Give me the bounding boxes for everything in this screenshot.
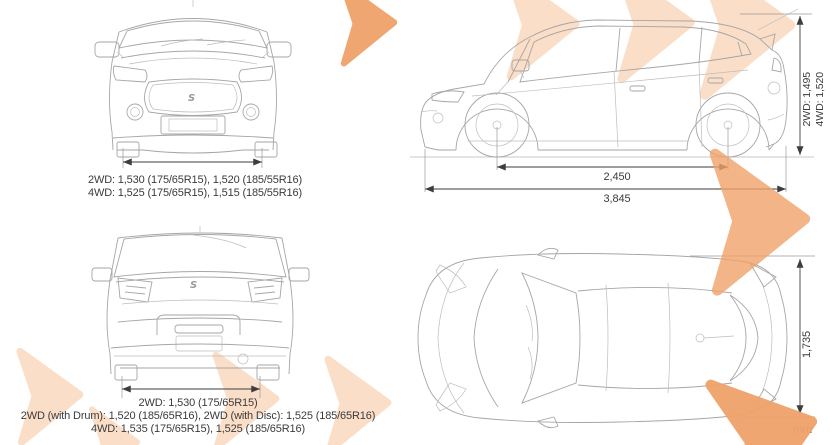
overall-width-value: 1,735 bbox=[801, 330, 813, 358]
overall-height-4wd: 4WD: 1,520 bbox=[814, 71, 826, 126]
rear-track-line2: 2WD (with Drum): 1,520 (185/65R16), 2WD … bbox=[20, 410, 376, 422]
overall-length-label: 3,845 bbox=[603, 193, 631, 205]
front-track-label: 2WD: 1,530 (175/65R15), 1,520 (185/55R16… bbox=[60, 174, 330, 200]
rear-track-line1: 2WD: 1,530 (175/65R15) bbox=[138, 397, 258, 409]
overall-height-2wd: 2WD: 1,495 bbox=[801, 71, 813, 126]
front-view-drawing: S bbox=[94, 0, 292, 168]
suzuki-logo: S bbox=[190, 280, 197, 291]
overall-width-label: 1,735 bbox=[801, 306, 814, 358]
unit-label: mm bbox=[793, 424, 813, 436]
wheelbase-label: 2,450 bbox=[603, 171, 631, 183]
overall-height-label: 2WD: 1,495 4WD: 1,520 bbox=[801, 42, 827, 126]
front-track-4wd: 4WD: 1,525 (175/65R15), 1,515 (185/55R16… bbox=[88, 187, 302, 199]
rear-track-label: 2WD: 1,530 (175/65R15) 2WD (with Drum): … bbox=[0, 397, 396, 436]
rear-track-line3: 4WD: 1,535 (175/65R15), 1,525 (185/65R16… bbox=[91, 423, 305, 435]
top-view-drawing bbox=[417, 247, 815, 429]
rear-view-drawing: S bbox=[91, 226, 310, 398]
front-track-2wd: 2WD: 1,530 (175/65R15), 1,520 (185/55R16… bbox=[88, 174, 302, 186]
orange-arrow-decoration bbox=[343, 0, 394, 63]
suzuki-logo: S bbox=[188, 93, 195, 104]
